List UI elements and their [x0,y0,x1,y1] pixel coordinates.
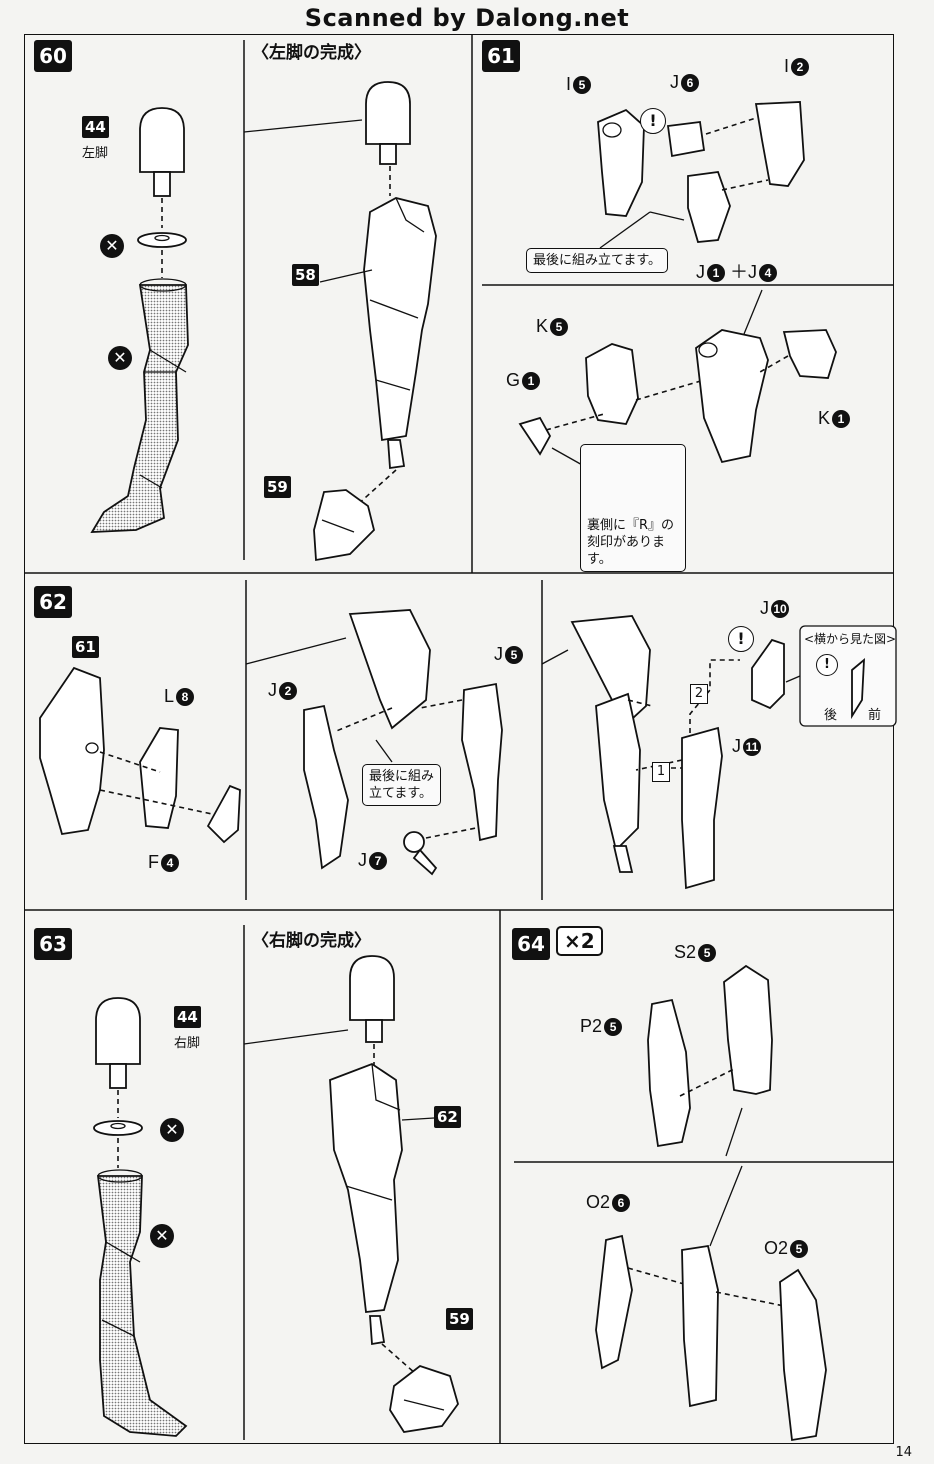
step-60-number: 60 [34,40,72,72]
step-62-number: 62 [34,586,72,618]
step-63-number: 63 [34,928,72,960]
step63-part-chip: 44 [174,1006,201,1028]
step60-ref59: 59 [264,476,291,498]
step60-x-icon-1: ✕ [100,234,124,258]
step63-drawing [93,955,459,1437]
step60-ref58: 58 [292,264,319,286]
page-number: 14 [895,1445,912,1460]
step61-engraving-note: 裏側に『R』の 刻印があります。 [580,444,686,572]
caution-icon-2: ! [728,626,754,652]
engraving-note-line1: 裏側に『R』の [587,518,675,533]
step63-x-icon-2: ✕ [150,1224,174,1248]
step60-drawing [90,81,437,562]
step62-drawing [39,609,897,890]
step-64-number: 64 [512,928,550,960]
step61-note-last: 最後に組み立てます。 [526,248,669,273]
order-1: 1 [652,762,670,782]
step62-note-line1: 最後に組み [369,769,435,784]
step60-title: 〈左脚の完成〉 [252,43,371,63]
step63-title: 〈右脚の完成〉 [252,931,371,951]
step61-drawing: R [518,101,837,506]
side-view-title: <横から見た図> [804,632,897,646]
step62-note-last: 最後に組み 立てます。 [362,764,442,806]
step63-ref62: 62 [434,1106,461,1128]
step-61-number: 61 [482,40,520,72]
page-frame [24,34,894,1444]
caution-icon: ! [640,108,666,134]
side-front: 前 [868,708,882,723]
step60-part-chip: 44 [82,116,109,138]
step63-part-label: 右脚 [174,1036,201,1051]
step60-part-label: 左脚 [82,146,109,161]
panel-grid [24,34,894,1444]
multiplier-badge: ×2 [556,926,603,956]
step60-x-icon-2: ✕ [108,346,132,370]
engraving-note-line2: 刻印があります。 [587,535,666,567]
step64-drawing [595,964,827,1442]
caution-icon-3: ! [816,654,838,676]
watermark-text: Scanned by Dalong.net [304,4,630,32]
step62-ref61: 61 [72,636,99,658]
step63-ref59: 59 [446,1308,473,1330]
side-back: 後 [824,708,838,723]
step62-note-line2: 立てます。 [369,786,433,801]
step63-x-icon-1: ✕ [160,1118,184,1142]
order-2: 2 [690,684,708,704]
